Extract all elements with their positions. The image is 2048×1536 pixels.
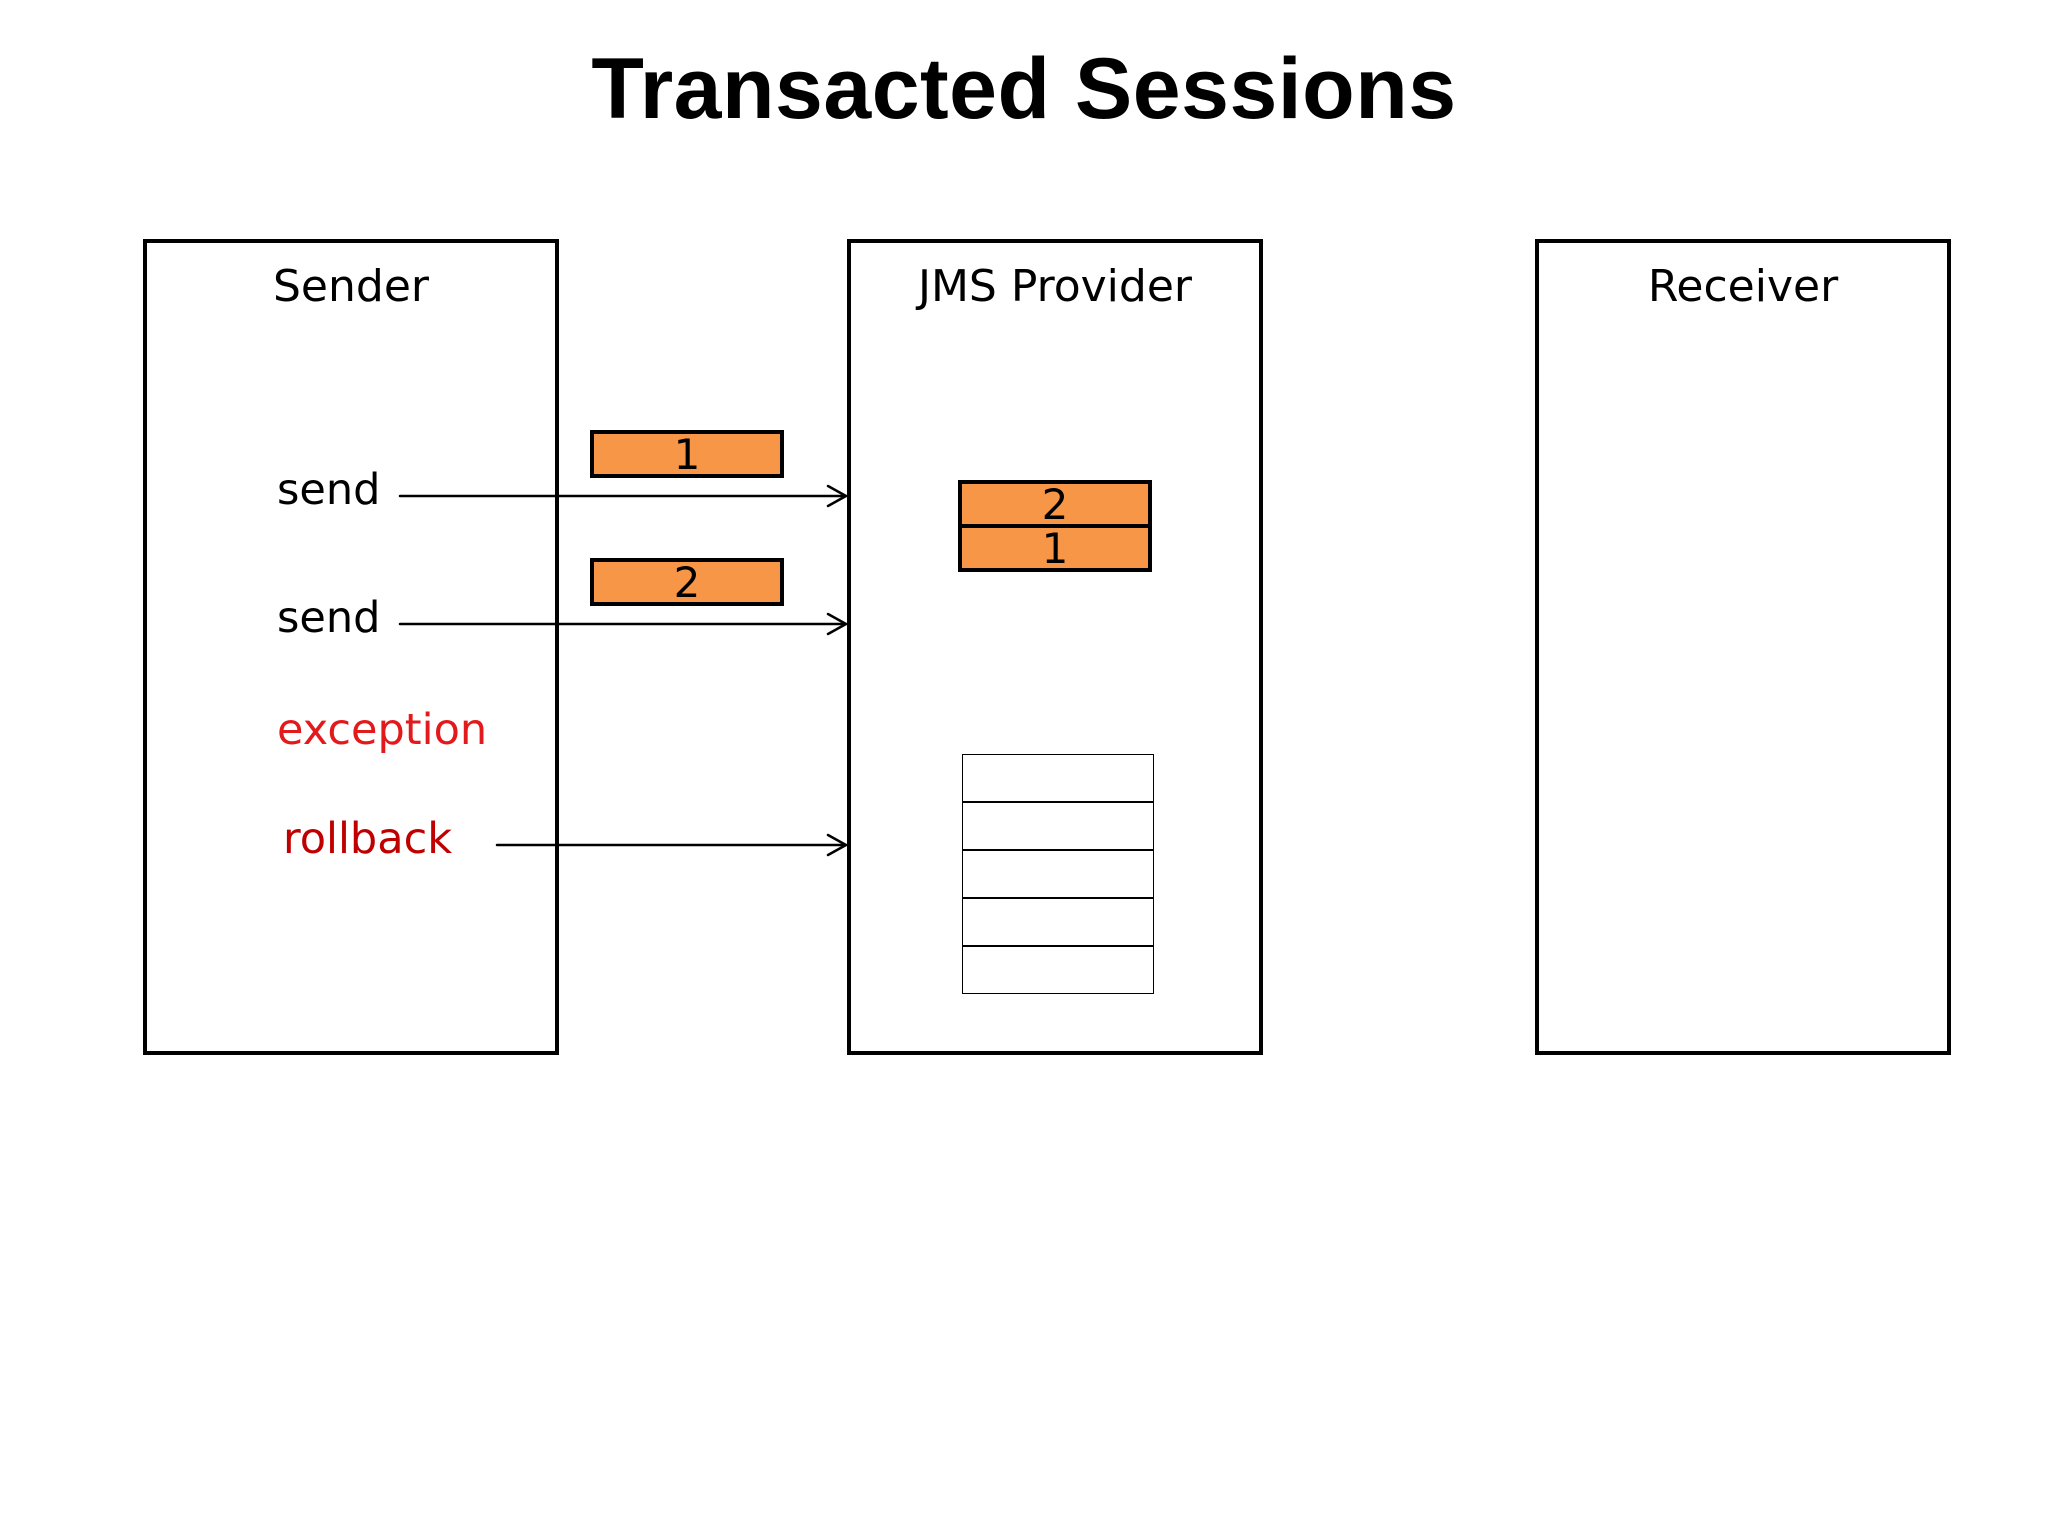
- send-label-2: send: [277, 593, 381, 643]
- rollback-arrow: [495, 833, 848, 857]
- send-arrow-2: [398, 612, 848, 636]
- sender-panel: Sender: [143, 239, 559, 1055]
- in-flight-message-1: 1: [590, 430, 784, 478]
- queue-slot: [962, 898, 1154, 946]
- provider-message-1: 1: [958, 524, 1152, 572]
- exception-label: exception: [277, 705, 488, 755]
- page-title: Transacted Sessions: [591, 41, 1457, 137]
- sender-label: Sender: [273, 261, 429, 312]
- receiver-panel: Receiver: [1535, 239, 1951, 1055]
- rollback-label: rollback: [283, 814, 453, 864]
- jms-provider-label: JMS Provider: [917, 261, 1192, 312]
- empty-queue: [962, 754, 1154, 995]
- receiver-label: Receiver: [1647, 261, 1839, 312]
- queue-slot: [962, 850, 1154, 898]
- queue-slot: [962, 754, 1154, 802]
- queue-slot: [962, 802, 1154, 850]
- send-arrow-1: [398, 484, 848, 508]
- queue-slot: [962, 946, 1154, 994]
- send-label-1: send: [277, 465, 381, 515]
- jms-provider-panel: JMS Provider 2 1: [847, 239, 1263, 1055]
- in-flight-message-2: 2: [590, 558, 784, 606]
